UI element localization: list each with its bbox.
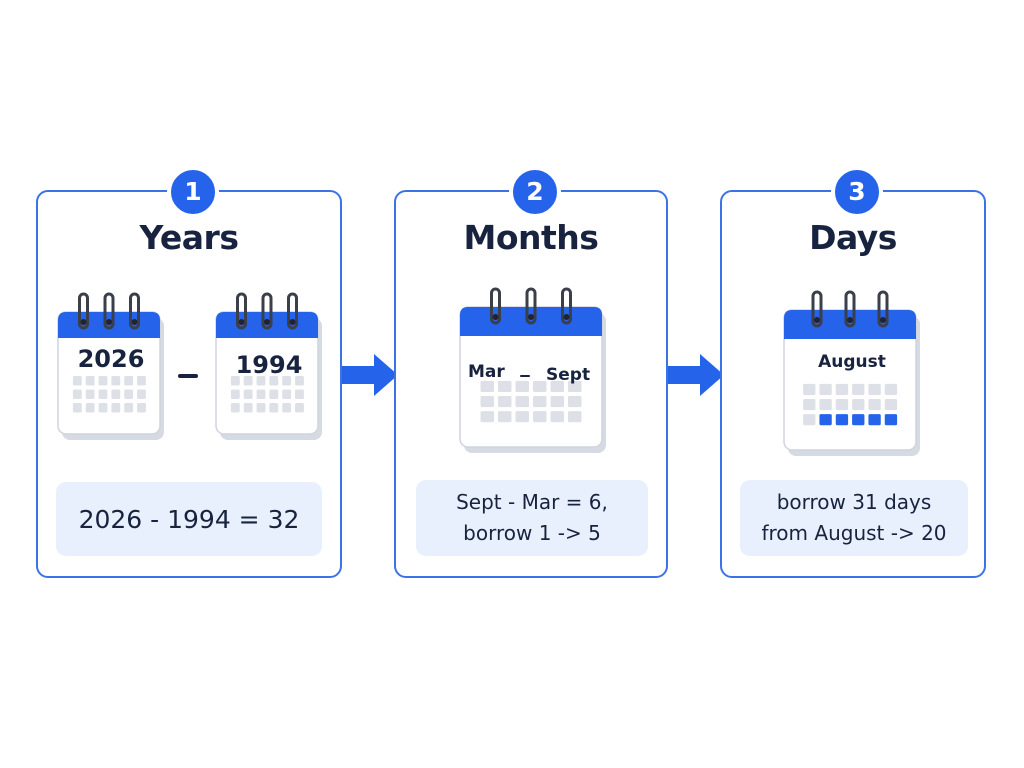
step-title: Months (463, 218, 599, 257)
step-card-days: 3 Days August borrow 31 days from August… (720, 166, 986, 578)
calendar-year-label: 2026 (77, 345, 145, 373)
step-formula: Sept - Mar = 6, borrow 1 -> 5 (416, 480, 648, 556)
calendar-icon: 1994 (214, 292, 324, 442)
step-number-badge: 3 (831, 166, 883, 218)
step-number-badge: 1 (167, 166, 219, 218)
step-card-months: 2 Months Mar Sept Sept - Mar = 6, borrow… (394, 166, 668, 578)
calendar-icon: 2026 (56, 292, 166, 442)
calendar-month-from-label: Mar (468, 362, 505, 382)
formula-text: 2026 - 1994 = 32 (78, 504, 300, 534)
step-formula: borrow 31 days from August -> 20 (740, 480, 968, 556)
minus-sign (520, 375, 530, 377)
calendar-month-to-label: Sept (546, 365, 591, 385)
calendar-icon: Mar Sept (458, 287, 608, 455)
minus-sign (178, 374, 198, 378)
step-number-badge: 2 (509, 166, 561, 218)
arrow-right-icon (342, 354, 398, 396)
formula-text-line2: borrow 1 -> 5 (463, 521, 601, 545)
calendar-icon: August (782, 290, 922, 458)
formula-text-line1: Sept - Mar = 6, (456, 490, 608, 514)
calendar-year-label: 1994 (235, 351, 303, 379)
formula-text-line1: borrow 31 days (776, 490, 932, 514)
step-formula: 2026 - 1994 = 32 (56, 482, 322, 556)
arrow-right-icon (668, 354, 724, 396)
step-card-years: 1 Years 2026 1994 2026 - 1994 = 32 (36, 166, 342, 578)
formula-text-line2: from August -> 20 (761, 521, 947, 545)
calendar-month-label: August (818, 352, 886, 372)
step-title: Days (809, 218, 897, 257)
step-title: Years (139, 218, 239, 257)
